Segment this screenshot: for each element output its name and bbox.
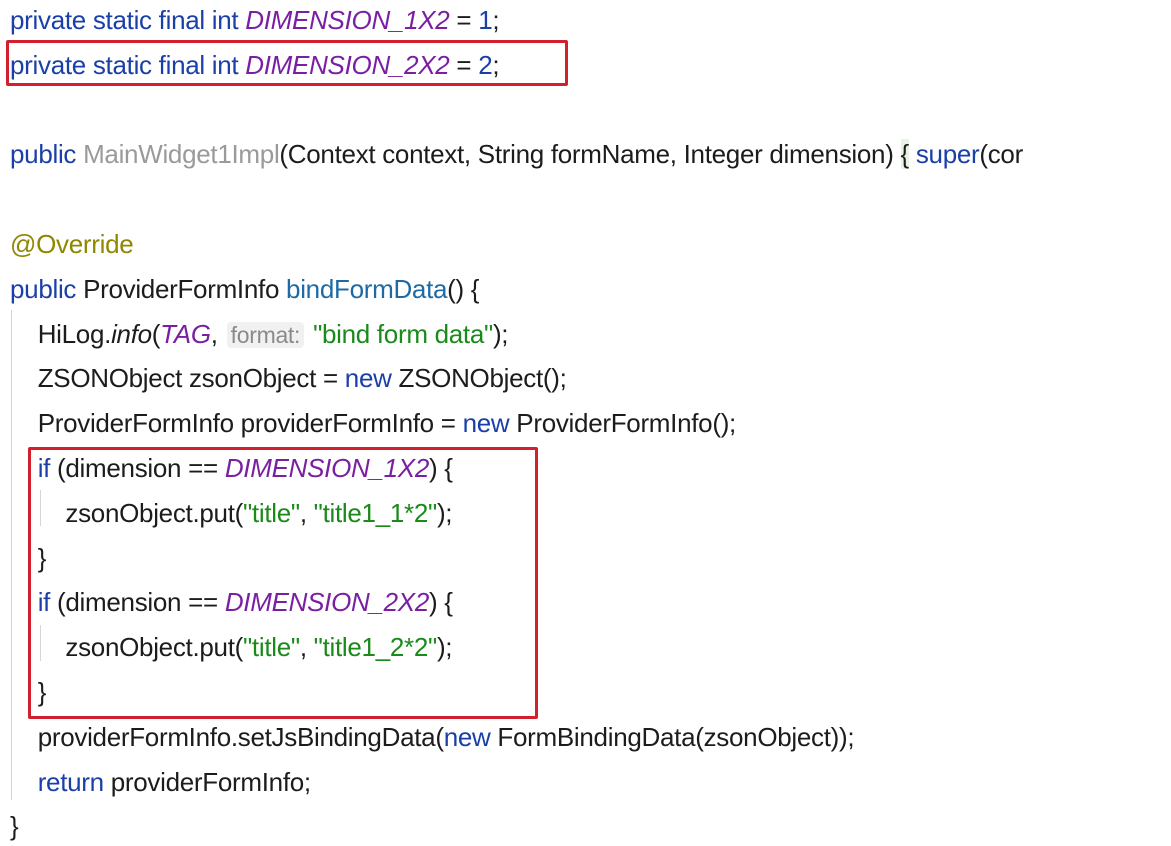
code-token: zsonObject.put( [10,632,243,663]
code-token: } [10,542,47,573]
code-line: return providerFormInfo; [10,762,311,802]
code-token: (dimension == [57,453,225,483]
code-token: DIMENSION_2X2 [224,587,429,618]
code-token: ; [492,5,500,35]
code-token: if [37,587,58,618]
code-token [10,767,38,797]
code-line: ZSONObject zsonObject = new ZSONObject()… [10,358,567,398]
code-token: ( [151,318,161,349]
code-line: } [10,672,47,712]
code-token: TAG [160,318,211,349]
code-token: (dimension == [57,587,225,618]
code-token: "bind form data" [313,318,493,349]
code-token: ) { [429,453,453,483]
code-token: new [443,721,498,752]
code-token: "title" [242,497,300,528]
code-line: providerFormInfo.setJsBindingData(new Fo… [10,717,855,757]
code-line: zsonObject.put("title", "title1_1*2"); [10,493,452,533]
indent-guide [40,490,41,526]
code-line: if (dimension == DIMENSION_2X2) { [10,582,453,622]
code-line: public ProviderFormInfo bindFormData() { [10,269,480,309]
code-token: ); [492,318,509,349]
code-token: DIMENSION_1X2 [224,453,429,483]
code-token: ; [492,49,500,80]
code-token: , [299,497,314,528]
code-token: DIMENSION_2X2 [245,49,450,80]
code-line: } [10,538,47,578]
code-line: } [10,806,19,846]
parameter-hint: format: [226,321,305,348]
code-line: @Override [10,224,134,264]
code-token: ); [436,497,453,528]
code-token: info [111,318,152,349]
code-token: "title1_2*2" [313,632,438,663]
code-line: if (dimension == DIMENSION_1X2) { [10,448,453,488]
code-line: zsonObject.put("title", "title1_2*2"); [10,627,452,667]
code-token: = [449,5,479,35]
code-token: public [10,273,84,304]
indent-guide [40,625,41,661]
code-token: ); [436,632,453,663]
code-token [10,453,38,483]
code-token: ) { [429,587,453,618]
code-token: "title1_1*2" [313,497,438,528]
code-token: return [37,766,111,797]
code-token: DIMENSION_1X2 [245,5,450,35]
code-token: (Context context, String formName, Integ… [279,139,901,170]
code-token: (cor [979,139,1023,170]
code-token: "title" [242,632,300,663]
code-line: HiLog.info(TAG, format: "bind form data"… [10,314,509,354]
code-token [909,139,916,169]
code-token: } [10,677,47,707]
code-line: ProviderFormInfo providerFormInfo = new … [10,403,737,443]
code-token: private static final int [10,49,246,80]
code-token: ZSONObject(); [398,363,567,394]
indent-guide [11,310,12,800]
code-token: super [915,139,980,170]
code-token: ProviderFormInfo [83,273,287,304]
code-token: HiLog. [10,318,112,349]
code-token: private static final int [10,5,246,35]
code-token [10,587,38,617]
code-line: private static final int DIMENSION_1X2 =… [10,0,500,40]
code-token: if [37,453,58,483]
code-token: public [10,139,84,170]
code-token: FormBindingData(zsonObject)); [497,721,855,752]
code-token: } [10,811,19,842]
code-token: ZSONObject zsonObject = [10,363,345,394]
code-line: private static final int DIMENSION_2X2 =… [10,45,500,85]
code-token: { [900,139,909,170]
code-line: public MainWidget1Impl(Context context, … [10,134,1023,174]
code-token: () { [447,273,480,304]
code-token: providerFormInfo.setJsBindingData( [10,721,444,752]
code-token: ProviderFormInfo providerFormInfo = [10,408,463,439]
code-token: , [299,632,314,663]
code-token: @Override [10,229,134,259]
code-token: providerFormInfo; [110,766,311,797]
code-token: 2 [478,49,493,80]
code-token: ProviderFormInfo(); [516,408,736,439]
code-token: 1 [478,5,493,35]
code-token: = [449,49,479,80]
code-token: , [210,318,225,349]
code-token: new [344,363,399,394]
code-token: new [462,408,517,439]
code-token: MainWidget1Impl [83,139,280,170]
code-token: zsonObject.put( [10,497,243,528]
code-token: bindFormData [286,273,448,304]
